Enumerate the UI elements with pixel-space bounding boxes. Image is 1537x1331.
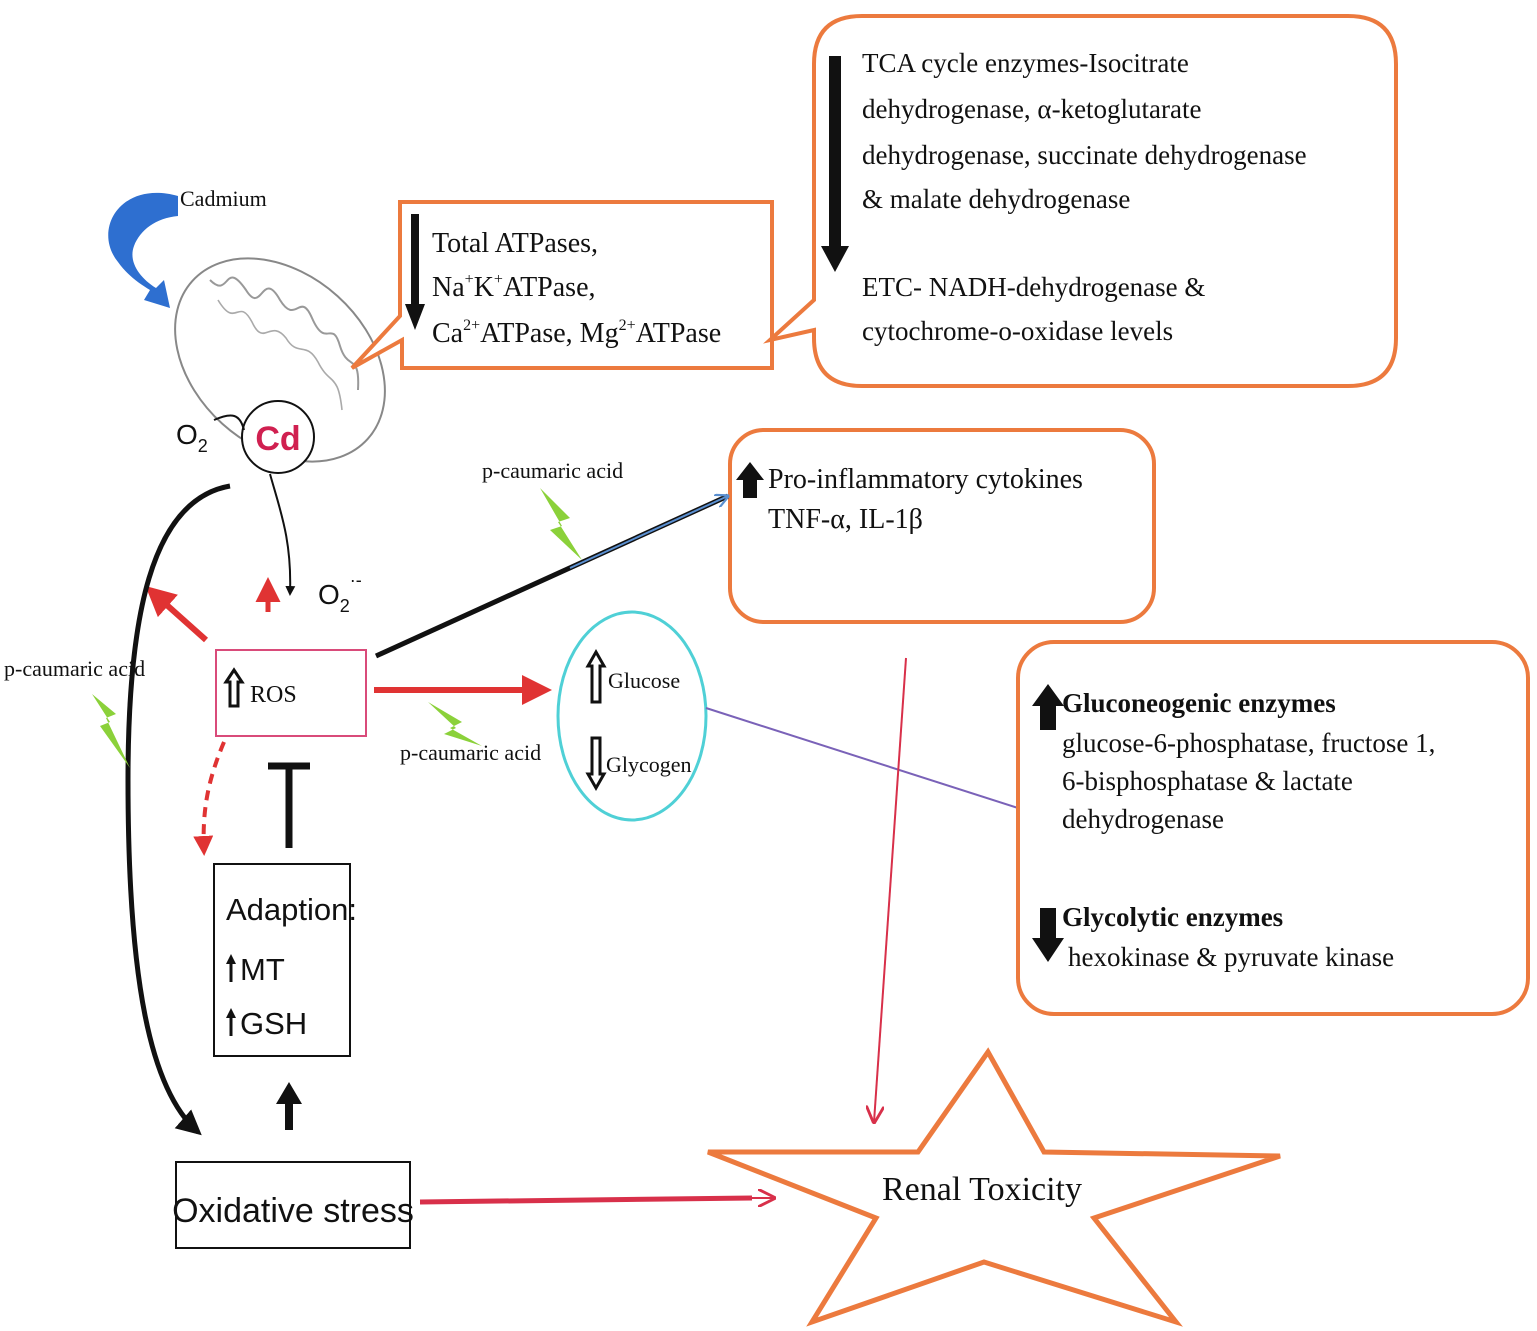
ros-label: ROS xyxy=(250,682,297,708)
mitochondrion xyxy=(174,257,386,463)
lightning-icon xyxy=(540,488,582,560)
enzyme-box xyxy=(1016,640,1530,1016)
tca-line-1: TCA cycle enzymes-Isocitrate xyxy=(862,48,1189,78)
ros-dashed-red-arrow xyxy=(193,741,226,856)
mt-up-arrow xyxy=(226,954,236,982)
superoxide-label: O2·- xyxy=(318,570,362,616)
stress-to-renal-arrow xyxy=(419,1195,753,1205)
renal-toxicity-label: Renal Toxicity xyxy=(882,1171,1082,1208)
adaption-title: Adaption: xyxy=(226,892,357,927)
tca-down-arrow xyxy=(821,56,849,272)
stress-to-adaption-arrow xyxy=(276,1082,302,1130)
glycolytic-title: Glycolytic enzymes xyxy=(1062,902,1283,932)
glycogen-down-arrow xyxy=(585,736,607,792)
cd-to-oxidative-stress-arrow xyxy=(125,483,231,1136)
tca-line-2: dehydrogenase, α-ketoglutarate xyxy=(862,94,1202,124)
lightning-icon xyxy=(428,702,482,746)
ros-box xyxy=(215,649,367,737)
atpase-line3: Ca2+ATPase, Mg2+ATPase xyxy=(432,317,721,349)
gluconeogenic-line-1: glucose-6-phosphatase, fructose 1, xyxy=(1062,728,1435,758)
adaption-box xyxy=(213,863,351,1057)
mt-label: MT xyxy=(240,952,285,987)
tca-callout-box xyxy=(763,14,1398,388)
pca-label-middle: p-caumaric acid xyxy=(400,740,541,765)
cd-circle xyxy=(241,400,315,474)
oxidative-stress-box xyxy=(175,1161,411,1249)
cytokine-box xyxy=(728,428,1156,624)
ros-to-cytokine-tip xyxy=(569,496,728,569)
cd-to-superoxide-arrow xyxy=(269,473,296,596)
glucose-label: Glucose xyxy=(608,668,680,693)
etc-line-2: cytochrome-o-oxidase levels xyxy=(862,316,1173,346)
renal-toxicity-star xyxy=(707,1047,1281,1327)
cytokine-line2: TNF-α, IL-1β xyxy=(768,504,923,535)
gsh-label: GSH xyxy=(240,1006,307,1041)
cadmium-label: Cadmium xyxy=(180,186,267,211)
glycolytic-down-arrow xyxy=(1032,908,1064,962)
glucose-to-enzymes-line xyxy=(705,707,1019,809)
glycolytic-line: hexokinase & pyruvate kinase xyxy=(1068,942,1394,972)
o2-label: O2 xyxy=(176,419,208,456)
glucose-up-arrow xyxy=(585,648,607,704)
gsh-up-arrow xyxy=(226,1008,236,1036)
gluconeogenic-line-3: dehydrogenase xyxy=(1062,804,1224,834)
ros-diag-red-arrow xyxy=(145,586,208,643)
cytokine-to-renal-arrow xyxy=(874,657,907,1122)
cadmium-curved-arrow xyxy=(108,192,178,308)
tca-line-4: & malate dehydrogenase xyxy=(862,184,1130,214)
etc-line-1: ETC- NADH-dehydrogenase & xyxy=(862,272,1205,302)
pca-label-left: p-caumaric acid xyxy=(4,656,145,681)
gluconeogenic-line-2: 6-bisphosphatase & lactate xyxy=(1062,766,1353,796)
atpase-line2: Na+K+ATPase, xyxy=(432,271,596,303)
ros-up-arrow xyxy=(223,667,245,708)
glucose-glycogen-circle xyxy=(556,610,708,822)
gluconeogenic-title: Gluconeogenic enzymes xyxy=(1062,688,1336,718)
lightning-icon xyxy=(92,694,130,768)
cytokine-up-arrow xyxy=(736,462,764,498)
cd-label: Cd xyxy=(255,420,300,458)
tca-line-3: dehydrogenase, succinate dehydrogenase xyxy=(862,140,1307,170)
atpase-line1: Total ATPases, xyxy=(432,228,598,259)
o2-line xyxy=(213,414,245,431)
cytokine-line1: Pro-inflammatory cytokines xyxy=(768,464,1083,495)
atpase-callout-box xyxy=(350,200,774,370)
atpase-down-arrow xyxy=(405,214,425,330)
gluconeogenic-up-arrow xyxy=(1032,684,1064,730)
pca-label-top: p-caumaric acid xyxy=(482,458,623,483)
glycogen-label: Glycogen xyxy=(606,752,692,777)
oxidative-stress-label: Oxidative stress xyxy=(172,1192,414,1230)
